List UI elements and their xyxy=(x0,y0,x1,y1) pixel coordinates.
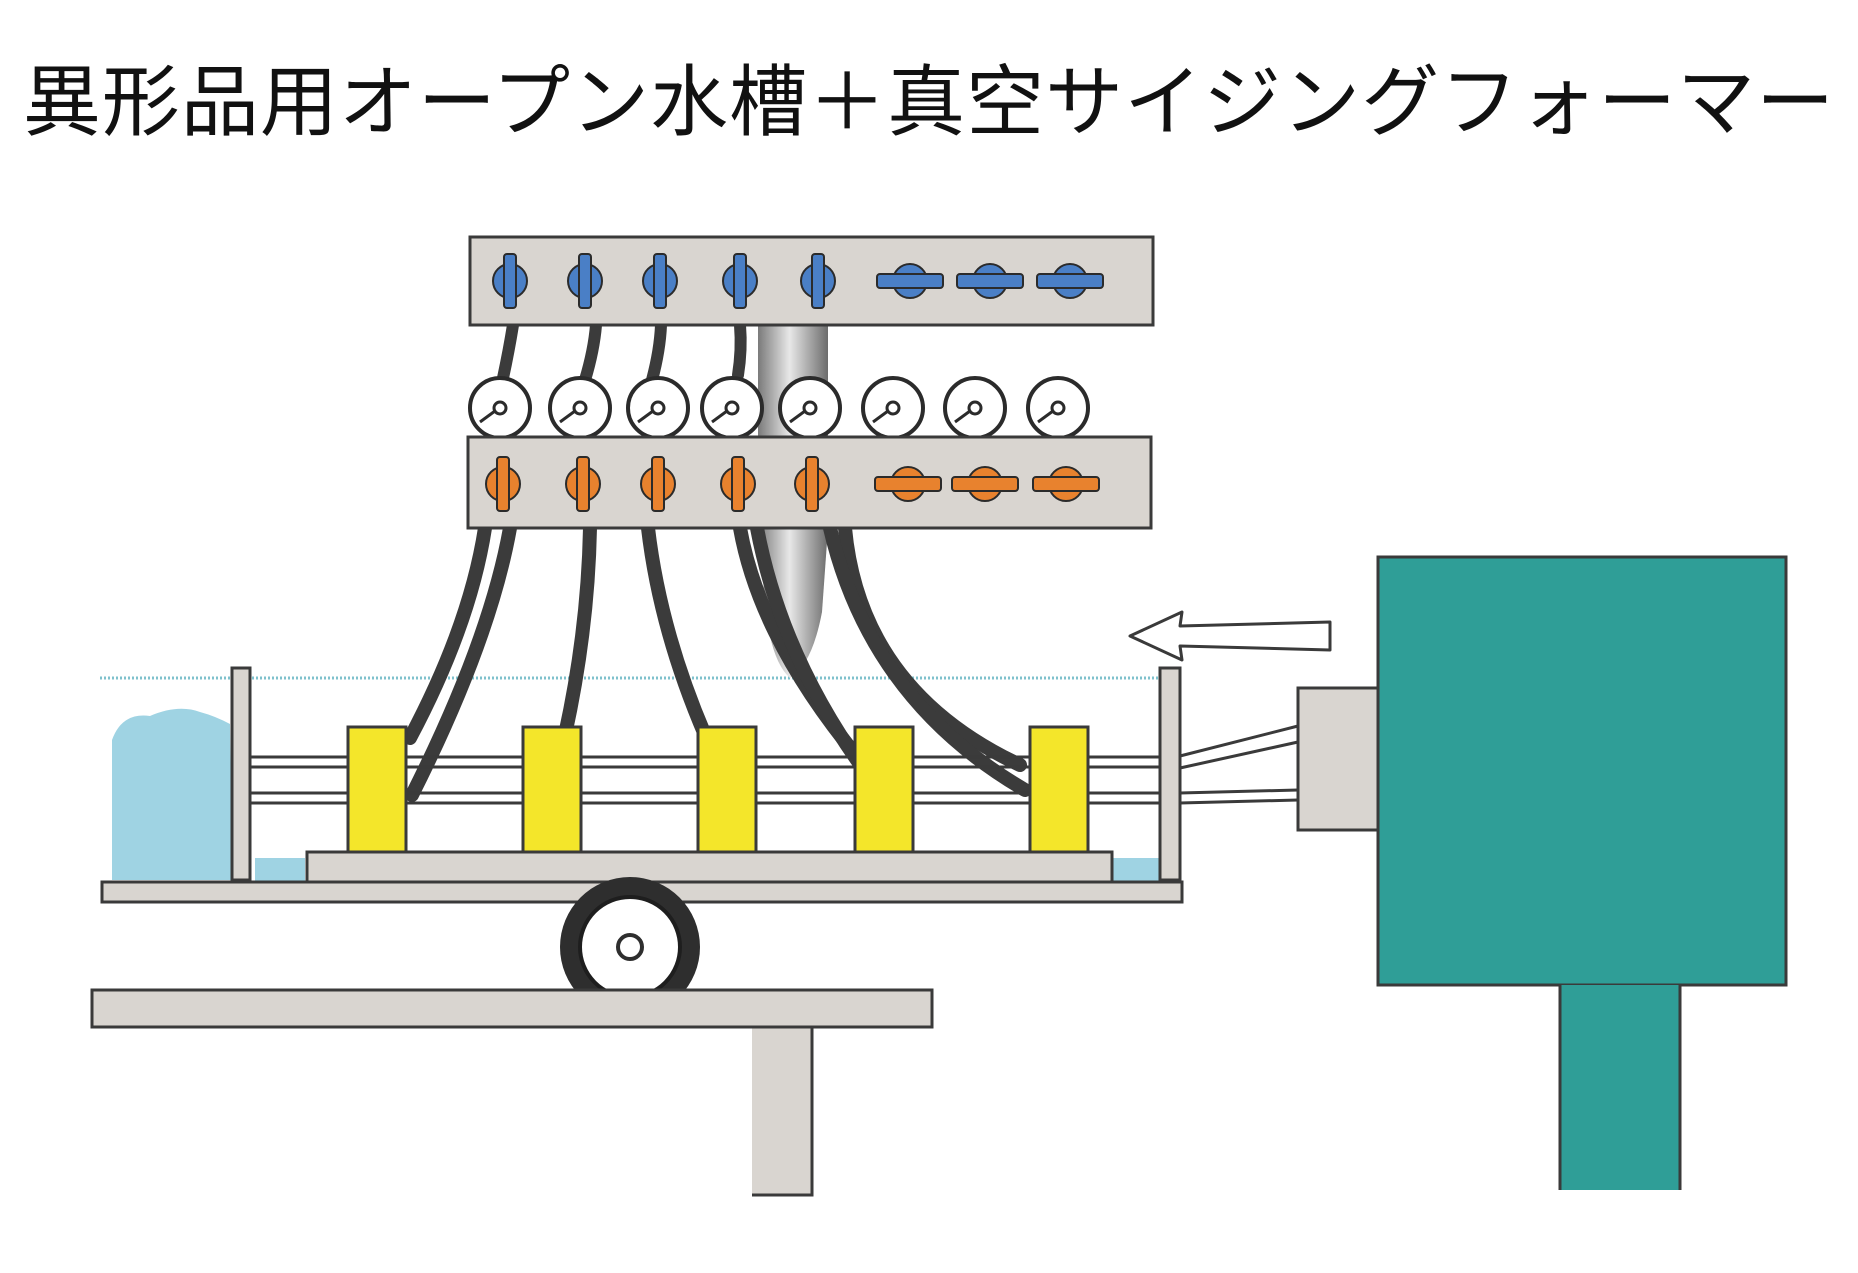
pressure-gauge-icon xyxy=(943,376,1007,440)
extruder-die-block xyxy=(1296,686,1380,832)
pressure-gauge-icon xyxy=(700,376,764,440)
extruder-stand-fill xyxy=(1560,985,1680,1190)
pressure-gauge-icon xyxy=(1026,376,1090,440)
page-title: 異形品用オープン水槽＋真空サイジングフォーマー xyxy=(22,58,1836,148)
tank-left-wall xyxy=(230,666,252,882)
pressure-gauge-icon xyxy=(468,376,532,440)
valve-blue-horizontal-icon xyxy=(876,263,944,299)
valve-blue-vertical-icon xyxy=(492,253,528,309)
valve-blue-vertical-icon xyxy=(567,253,603,309)
upper-manifold xyxy=(468,235,1155,327)
sizer-base-plate xyxy=(305,850,1114,884)
valve-blue-horizontal-icon xyxy=(1036,263,1104,299)
upper-horizontal-valves xyxy=(876,263,1104,299)
extruded-profile xyxy=(1179,724,1299,805)
lower-horizontal-valves xyxy=(874,466,1100,502)
valve-orange-vertical-icon xyxy=(485,456,521,512)
valve-orange-horizontal-icon xyxy=(874,466,942,502)
lower-vertical-valves xyxy=(485,456,830,512)
water-pool-right xyxy=(1108,858,1168,883)
valve-blue-vertical-icon xyxy=(800,253,836,309)
lower-manifold xyxy=(466,435,1153,530)
valve-blue-vertical-icon xyxy=(642,253,678,309)
extruder-body xyxy=(1376,555,1788,987)
extruder xyxy=(1296,555,1788,1190)
valve-blue-vertical-icon xyxy=(722,253,758,309)
hoses-upper xyxy=(497,319,747,386)
pressure-gauge-icon xyxy=(626,376,690,440)
tank-right-wall xyxy=(1158,666,1182,882)
vacuum-sizer xyxy=(696,725,758,854)
valve-orange-horizontal-icon xyxy=(1032,466,1100,502)
vacuum-sizer xyxy=(853,725,915,854)
vacuum-sizer xyxy=(1028,725,1090,854)
valve-orange-vertical-icon xyxy=(720,456,756,512)
valve-blue-horizontal-icon xyxy=(956,263,1024,299)
vacuum-sizers xyxy=(346,725,1090,854)
water-pool-left xyxy=(255,858,305,883)
upper-vertical-valves xyxy=(492,253,836,309)
valve-orange-vertical-icon xyxy=(640,456,676,512)
pressure-gauge-icon xyxy=(861,376,925,440)
wheel-icon xyxy=(560,877,700,1017)
pressure-gauge-icon xyxy=(548,376,612,440)
arrow-left-icon xyxy=(1128,610,1332,662)
vacuum-sizer xyxy=(521,725,583,854)
valve-orange-vertical-icon xyxy=(565,456,601,512)
vacuum-sizer xyxy=(346,725,408,854)
valve-orange-horizontal-icon xyxy=(951,466,1019,502)
support-post xyxy=(752,1025,814,1197)
water-splash xyxy=(112,708,232,880)
floor-rail xyxy=(90,988,934,1029)
pressure-gauge-icon xyxy=(778,376,842,440)
valve-orange-vertical-icon xyxy=(794,456,830,512)
pressure-gauges xyxy=(468,376,1090,440)
